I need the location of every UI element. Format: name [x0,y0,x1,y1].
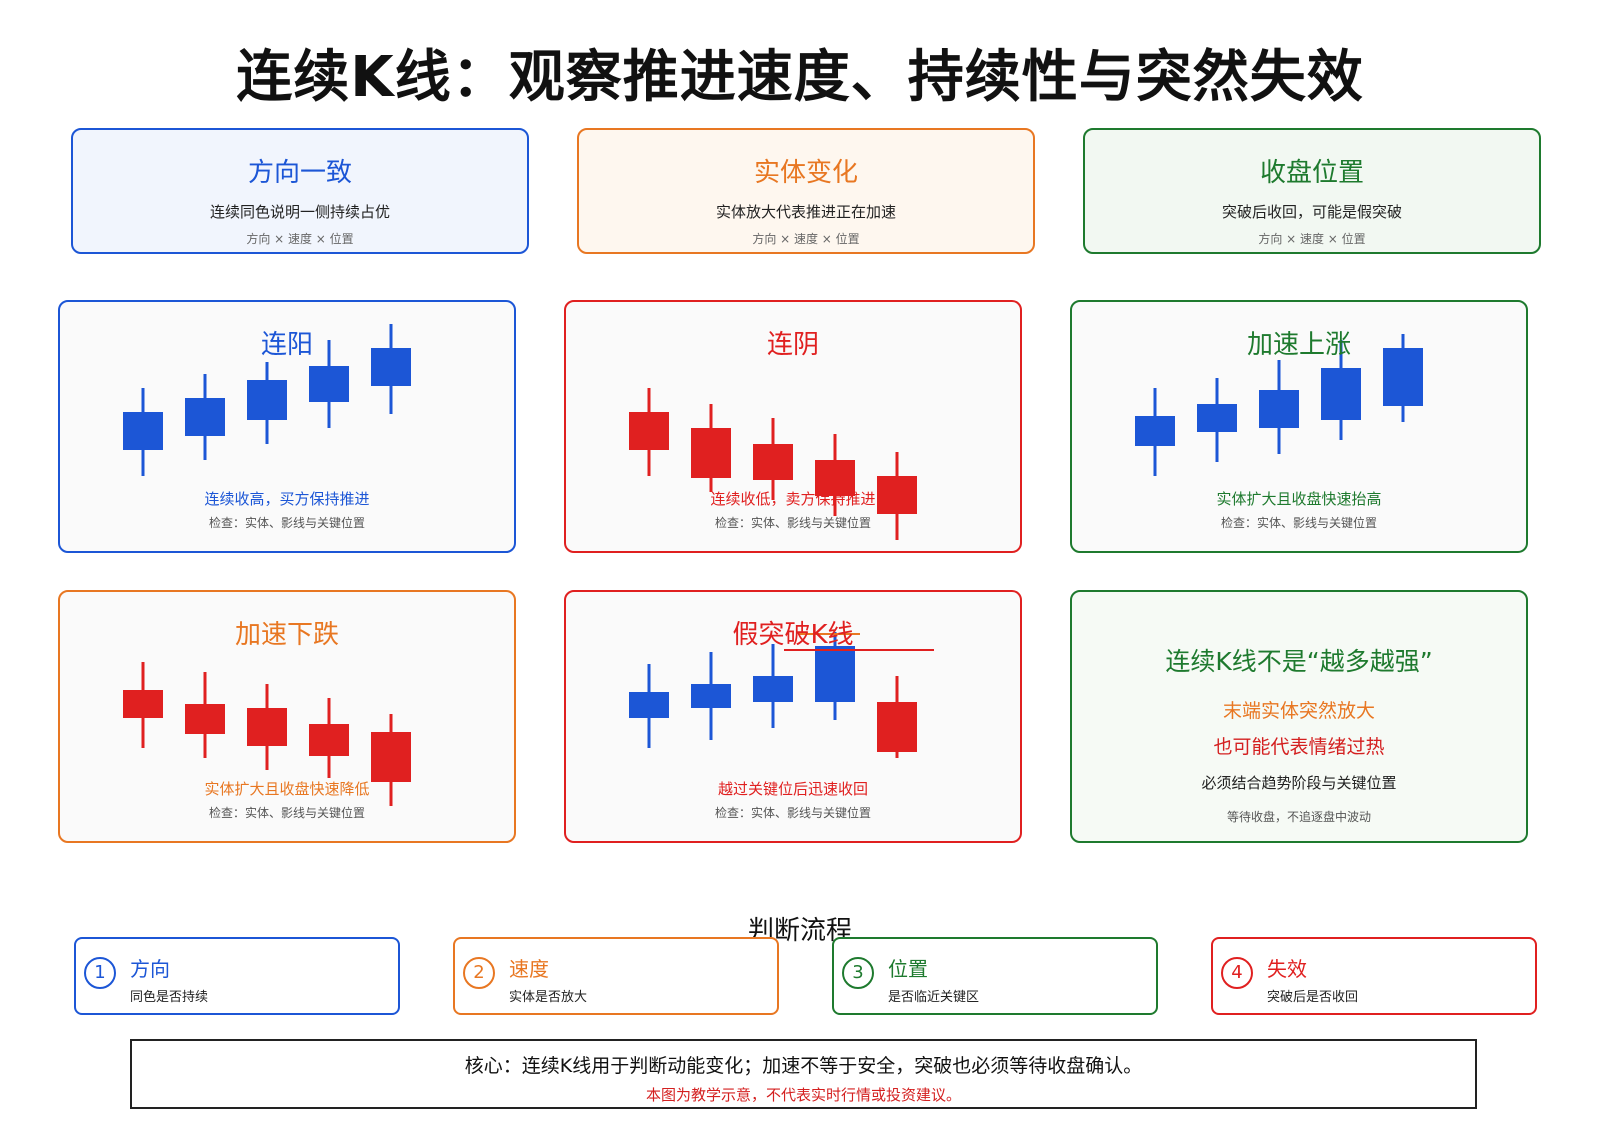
step-desc: 实体是否放大 [509,990,588,1005]
panel-consecutive-down: 连阴 连续收低，卖方保持推进 检查：实体、影线与关键位置 [564,300,1022,553]
candle-body [309,366,349,402]
flow-step-direction: 1 方向 同色是否持续 [74,937,400,1015]
candlestick-chart [629,388,917,540]
candle-body [1321,368,1361,420]
card-desc: 连续同色说明一侧持续占优 [209,203,390,221]
candlestick-chart [123,662,411,806]
candle-body [877,476,917,514]
card-desc: 突破后收回，可能是假突破 [1221,203,1402,221]
card-meta: 方向 × 速度 × 位置 [246,232,354,246]
panel-title: 连阳 [260,330,313,360]
panel-accelerating-fall: 加速下跌 实体扩大且收盘快速降低 检查：实体、影线与关键位置 [58,590,516,843]
candlestick-chart [123,324,411,476]
card-title: 收盘位置 [1259,158,1364,188]
candle-body [1259,390,1299,428]
candle-body [371,732,411,782]
panel-check: 检查：实体、影线与关键位置 [208,516,365,530]
candle-body [629,692,669,718]
note-line: 等待收盘，不追逐盘中波动 [1226,810,1371,824]
note-title: 连续K线不是“越多越强” [1165,647,1433,676]
candle-body [1135,416,1175,446]
candle-body [309,724,349,756]
page-title: 连续K线：观察推进速度、持续性与突然失效 [236,45,1364,110]
panel-caption: 连续收低，卖方保持推进 [710,490,876,508]
core-text: 核心：连续K线用于判断动能变化；加速不等于安全，突破也必须等待收盘确认。 [464,1055,1143,1077]
candle-body [815,646,855,702]
core-summary-box: 核心：连续K线用于判断动能变化；加速不等于安全，突破也必须等待收盘确认。 本图为… [130,1039,1477,1109]
note-line: 末端实体突然放大 [1222,700,1375,722]
panel-false-breakout: 假突破K线 越过关键位后迅速收回 检查：实体、影线与关键位置 [564,590,1022,843]
candle-body [123,690,163,718]
candle-body [371,348,411,386]
note-line: 必须结合趋势阶段与关键位置 [1201,774,1397,792]
panel-title: 加速下跌 [234,620,339,650]
panel-check: 检查：实体、影线与关键位置 [1220,516,1377,530]
panel-consecutive-up: 连阳 连续收高，买方保持推进 检查：实体、影线与关键位置 [58,300,516,553]
candle-body [1383,348,1423,406]
candle-body [123,412,163,450]
card-meta: 方向 × 速度 × 位置 [752,232,860,246]
panel-title: 连阴 [766,330,819,360]
step-number: 3 [842,957,874,989]
step-title: 速度 [509,957,549,981]
candle-body [877,702,917,752]
card-close-position: 收盘位置 突破后收回，可能是假突破 方向 × 速度 × 位置 [1083,128,1541,254]
card-direction: 方向一致 连续同色说明一侧持续占优 方向 × 速度 × 位置 [71,128,529,254]
panel-caption: 越过关键位后迅速收回 [717,780,868,798]
panel-check: 检查：实体、影线与关键位置 [208,806,365,820]
card-title: 方向一致 [247,158,352,188]
flow-step-failure: 4 失效 突破后是否收回 [1211,937,1537,1015]
step-desc: 是否临近关键区 [888,990,980,1005]
card-meta: 方向 × 速度 × 位置 [1258,232,1366,246]
step-title: 位置 [888,957,928,981]
panel-caption: 实体扩大且收盘快速抬高 [1216,490,1382,508]
flow-step-position: 3 位置 是否临近关键区 [832,937,1158,1015]
panel-caption: 实体扩大且收盘快速降低 [204,780,370,798]
card-desc: 实体放大代表推进正在加速 [715,203,896,221]
step-desc: 突破后是否收回 [1267,990,1359,1005]
panel-title: 假突破K线 [732,620,854,650]
panel-accelerating-rise: 加速上涨 实体扩大且收盘快速抬高 检查：实体、影线与关键位置 [1070,300,1528,553]
panel-title: 加速上涨 [1246,330,1351,360]
card-body-change: 实体变化 实体放大代表推进正在加速 方向 × 速度 × 位置 [577,128,1035,254]
candlestick-chart [1135,334,1423,476]
candle-body [815,460,855,496]
step-number: 2 [463,957,495,989]
note-card: 连续K线不是“越多越强” 末端实体突然放大 也可能代表情绪过热 必须结合趋势阶段… [1070,590,1528,843]
candle-body [247,708,287,746]
candle-body [185,398,225,436]
candle-body [691,684,731,708]
candlestick-chart [629,632,934,758]
panel-check: 检查：实体、影线与关键位置 [714,806,871,820]
candle-body [753,444,793,480]
note-line: 也可能代表情绪过热 [1213,736,1385,758]
panel-caption: 连续收高，买方保持推进 [204,490,370,508]
candle-body [753,676,793,702]
card-title: 实体变化 [753,158,858,188]
candle-body [691,428,731,478]
step-number: 1 [84,957,116,989]
candle-body [247,380,287,420]
step-title: 方向 [130,957,170,981]
step-title: 失效 [1267,957,1307,981]
candle-body [629,412,669,450]
disclaimer: 本图为教学示意，不代表实时行情或投资建议。 [645,1086,961,1104]
panel-check: 检查：实体、影线与关键位置 [714,516,871,530]
flow-step-speed: 2 速度 实体是否放大 [453,937,779,1015]
step-desc: 同色是否持续 [130,990,209,1005]
candle-body [1197,404,1237,432]
step-number: 4 [1221,957,1253,989]
candle-body [185,704,225,734]
